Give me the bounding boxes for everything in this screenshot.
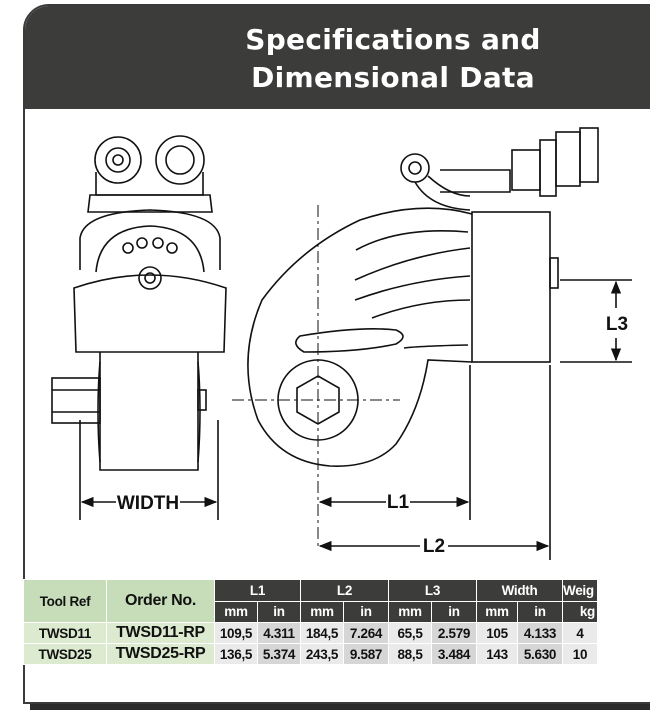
panel-header: Specifications and Dimensional Data (25, 6, 650, 109)
unit-kg: kg (562, 600, 598, 623)
unit-mm: mm (476, 600, 518, 623)
cell-l2-in: 9.587 (343, 643, 389, 665)
header-order-no: Order No. (106, 579, 215, 623)
cell-width-mm: 143 (476, 643, 518, 665)
side-view-drawing (232, 127, 632, 560)
cell-l3-in: 2.579 (431, 622, 477, 644)
unit-mm: mm (214, 600, 258, 623)
unit-mm: mm (388, 600, 432, 623)
cell-l2-in: 7.264 (343, 622, 389, 644)
l2-label: L2 (423, 536, 445, 557)
cell-width-in: 4.133 (517, 622, 563, 644)
cell-l3-mm: 65,5 (388, 622, 432, 644)
table-row: TWSD11 TWSD11-RP 109,5 4.311 184,5 7.264… (23, 622, 598, 644)
unit-in: in (257, 600, 301, 623)
table-row: TWSD25 TWSD25-RP 136,5 5.374 243,5 9.587… (23, 643, 598, 665)
header-width: Width (476, 579, 563, 602)
cell-weight: 10 (562, 643, 598, 665)
l1-label: L1 (387, 492, 410, 513)
cell-l1-mm: 136,5 (214, 643, 258, 665)
unit-mm: mm (300, 600, 344, 623)
cell-l2-mm: 184,5 (300, 622, 344, 644)
unit-in: in (431, 600, 477, 623)
cell-l3-in: 3.484 (431, 643, 477, 665)
cell-l1-in: 5.374 (257, 643, 301, 665)
header-weight: Weig (562, 579, 598, 602)
front-view-drawing (51, 135, 227, 520)
cell-order-no: TWSD11-RP (106, 622, 215, 644)
spec-table: Tool Ref Order No. L1 L2 L3 Width Weig m… (23, 579, 598, 665)
cell-weight: 4 (562, 622, 598, 644)
page-title-line1: Specifications and (245, 23, 541, 56)
cell-l1-mm: 109,5 (214, 622, 258, 644)
unit-in: in (343, 600, 389, 623)
cell-l1-in: 4.311 (257, 622, 301, 644)
width-label: WIDTH (117, 493, 179, 514)
header-l3: L3 (388, 579, 477, 602)
cell-tool-ref: TWSD11 (23, 622, 107, 644)
header-l2: L2 (300, 579, 389, 602)
cell-l2-mm: 243,5 (300, 643, 344, 665)
unit-in: in (517, 600, 563, 623)
cell-order-no: TWSD25-RP (106, 643, 215, 665)
cell-width-in: 5.630 (517, 643, 563, 665)
l3-label: L3 (606, 314, 628, 335)
header-tool-ref: Tool Ref (23, 579, 107, 623)
cell-tool-ref: TWSD25 (23, 643, 107, 665)
page-title-line2: Dimensional Data (251, 61, 535, 94)
cell-l3-mm: 88,5 (388, 643, 432, 665)
cell-width-mm: 105 (476, 622, 518, 644)
header-l1: L1 (214, 579, 301, 602)
table-units-row: mm in mm in mm in mm in kg (24, 600, 598, 623)
table-header-row: Tool Ref Order No. L1 L2 L3 Width Weig (23, 579, 598, 623)
